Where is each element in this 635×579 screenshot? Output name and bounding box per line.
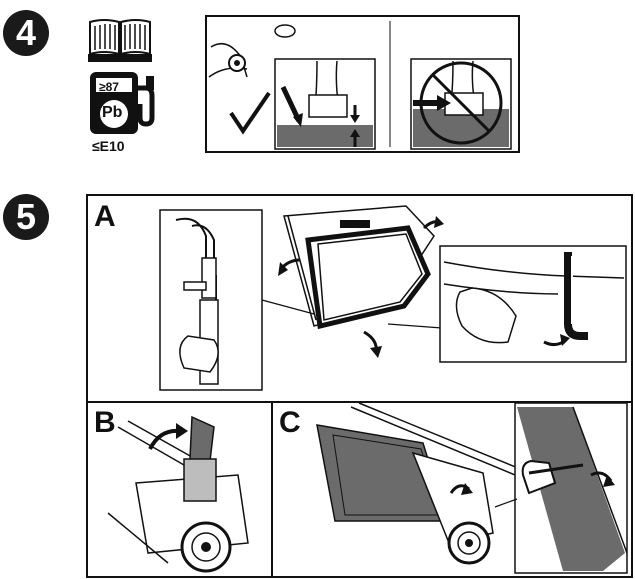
panel-c-attach-bag-illustration — [273, 403, 631, 576]
step-5-badge: 5 — [3, 194, 49, 240]
manual-book-icon — [86, 16, 154, 64]
checkmark-icon — [231, 93, 269, 131]
panel-a-bag-frame-illustration — [88, 196, 631, 401]
fuel-octane-label: ≥87 — [99, 80, 119, 94]
fuel-ethanol-label: ≤E10 — [92, 138, 125, 154]
fuel-fill-illustration — [207, 17, 518, 151]
grass-bag-assembly-frame: A B — [86, 194, 633, 578]
step-5-number: 5 — [16, 196, 36, 237]
panel-b-rear-flap-illustration — [88, 403, 271, 576]
step-4-number: 4 — [16, 12, 36, 53]
step-4-badge: 4 — [3, 10, 49, 56]
fuel-lead-label: Pb — [102, 104, 122, 122]
fuel-fill-illustration-frame — [205, 15, 520, 153]
